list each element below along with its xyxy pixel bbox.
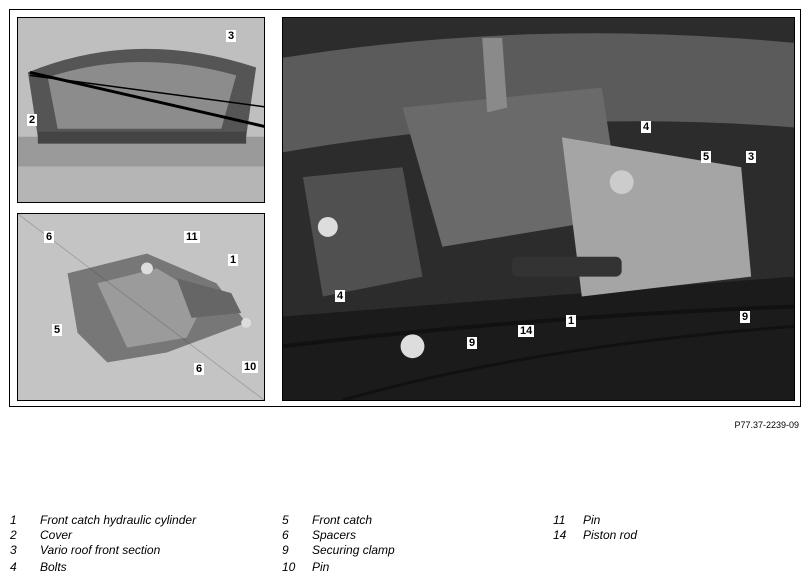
callout-label: 6 — [194, 363, 205, 375]
callout-label: 5 — [701, 151, 712, 163]
legend-label: Securing clamp — [312, 543, 395, 557]
catch-assembly-photo — [17, 213, 265, 401]
legend-label: Spacers — [312, 528, 357, 542]
legend-number: 10 — [282, 560, 296, 574]
legend-number: 11 — [553, 513, 566, 527]
callout-label: 3 — [746, 151, 757, 163]
legend-label: Vario roof front section — [40, 543, 161, 557]
legend-number: 6 — [282, 528, 289, 542]
callout-label: 10 — [242, 361, 259, 373]
callout-label: 5 — [52, 324, 63, 336]
legend-label: Bolts — [40, 560, 67, 574]
legend-label: Piston rod — [583, 528, 638, 542]
callout-label: 9 — [740, 311, 751, 323]
legend-number: 4 — [10, 560, 17, 574]
legend-label: Front catch — [312, 513, 373, 527]
legend-number: 5 — [282, 513, 289, 527]
legend-label: Front catch hydraulic cylinder — [40, 513, 197, 527]
callout-label: 2 — [27, 114, 38, 126]
legend-label: Cover — [40, 528, 73, 542]
legend-label: Pin — [312, 560, 330, 574]
callout-label: 1 — [566, 315, 577, 327]
figure-reference: P77.37-2239-09 — [734, 420, 799, 430]
roof-overview-photo — [17, 17, 265, 203]
legend-label: Pin — [583, 513, 601, 527]
legend-number: 3 — [10, 543, 17, 557]
legend-number: 9 — [282, 543, 289, 557]
callout-label: 11 — [184, 231, 200, 243]
callout-label: 1 — [228, 254, 239, 266]
callout-label: 14 — [518, 325, 535, 337]
callout-label: 4 — [641, 121, 652, 133]
legend-number: 1 — [10, 513, 17, 527]
callout-label: 4 — [335, 290, 346, 302]
callout-label: 9 — [467, 337, 478, 349]
legend-number: 2 — [10, 528, 17, 542]
front-catch-detail-photo — [282, 17, 795, 401]
callout-label: 3 — [226, 30, 237, 42]
legend-number: 14 — [553, 528, 567, 542]
callout-label: 6 — [44, 231, 55, 243]
